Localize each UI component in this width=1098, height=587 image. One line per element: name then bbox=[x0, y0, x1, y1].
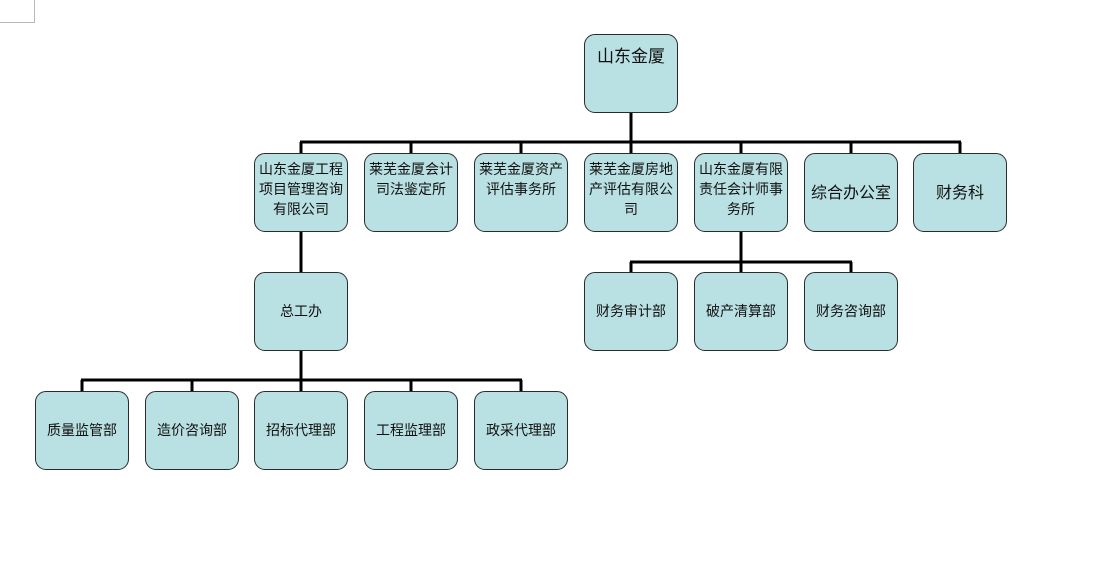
node-label: 山东金厦工程项目管理咨询有限公司 bbox=[259, 162, 343, 218]
node-finance-section[interactable]: 财务科 bbox=[913, 153, 1007, 232]
node-judicial-appraisal-office[interactable]: 莱芜金厦会计司法鉴定所 bbox=[364, 153, 458, 232]
node-general-office[interactable]: 综合办公室 bbox=[804, 153, 898, 232]
node-label: 山东金厦有限责任会计师事务所 bbox=[699, 162, 783, 218]
node-label: 莱芜金厦资产评估事务所 bbox=[479, 162, 563, 198]
node-cost-consulting-dept[interactable]: 造价咨询部 bbox=[145, 391, 239, 470]
node-label: 造价咨询部 bbox=[157, 422, 227, 439]
node-root-label: 山东金厦 bbox=[597, 47, 665, 67]
node-label: 莱芜金厦会计司法鉴定所 bbox=[369, 162, 453, 198]
node-label: 总工办 bbox=[280, 303, 322, 320]
node-financial-audit-dept[interactable]: 财务审计部 bbox=[584, 272, 678, 351]
node-engineering-consulting-company[interactable]: 山东金厦工程项目管理咨询有限公司 bbox=[254, 153, 348, 232]
node-root[interactable]: 山东金厦 bbox=[584, 34, 678, 113]
node-label: 政采代理部 bbox=[486, 422, 556, 439]
node-label: 质量监管部 bbox=[47, 422, 117, 439]
node-label: 财务科 bbox=[935, 182, 984, 202]
node-government-procurement-dept[interactable]: 政采代理部 bbox=[474, 391, 568, 470]
node-label: 工程监理部 bbox=[376, 422, 446, 439]
node-bankruptcy-liquidation-dept[interactable]: 破产清算部 bbox=[694, 272, 788, 351]
node-bidding-agency-dept[interactable]: 招标代理部 bbox=[254, 391, 348, 470]
node-label: 综合办公室 bbox=[810, 182, 891, 202]
node-chief-engineer-office[interactable]: 总工办 bbox=[254, 272, 348, 351]
node-label: 财务咨询部 bbox=[816, 303, 886, 320]
node-financial-consulting-dept[interactable]: 财务咨询部 bbox=[804, 272, 898, 351]
node-quality-supervision-dept[interactable]: 质量监管部 bbox=[35, 391, 129, 470]
node-real-estate-appraisal-company[interactable]: 莱芜金厦房地产评估有限公司 bbox=[584, 153, 678, 232]
node-accounting-firm[interactable]: 山东金厦有限责任会计师事务所 bbox=[694, 153, 788, 232]
node-label: 招标代理部 bbox=[266, 422, 336, 439]
node-label: 莱芜金厦房地产评估有限公司 bbox=[589, 162, 673, 218]
page-corner-marker bbox=[0, 0, 35, 23]
node-asset-appraisal-office[interactable]: 莱芜金厦资产评估事务所 bbox=[474, 153, 568, 232]
node-engineering-supervision-dept[interactable]: 工程监理部 bbox=[364, 391, 458, 470]
node-label: 破产清算部 bbox=[706, 303, 776, 320]
node-label: 财务审计部 bbox=[596, 303, 666, 320]
